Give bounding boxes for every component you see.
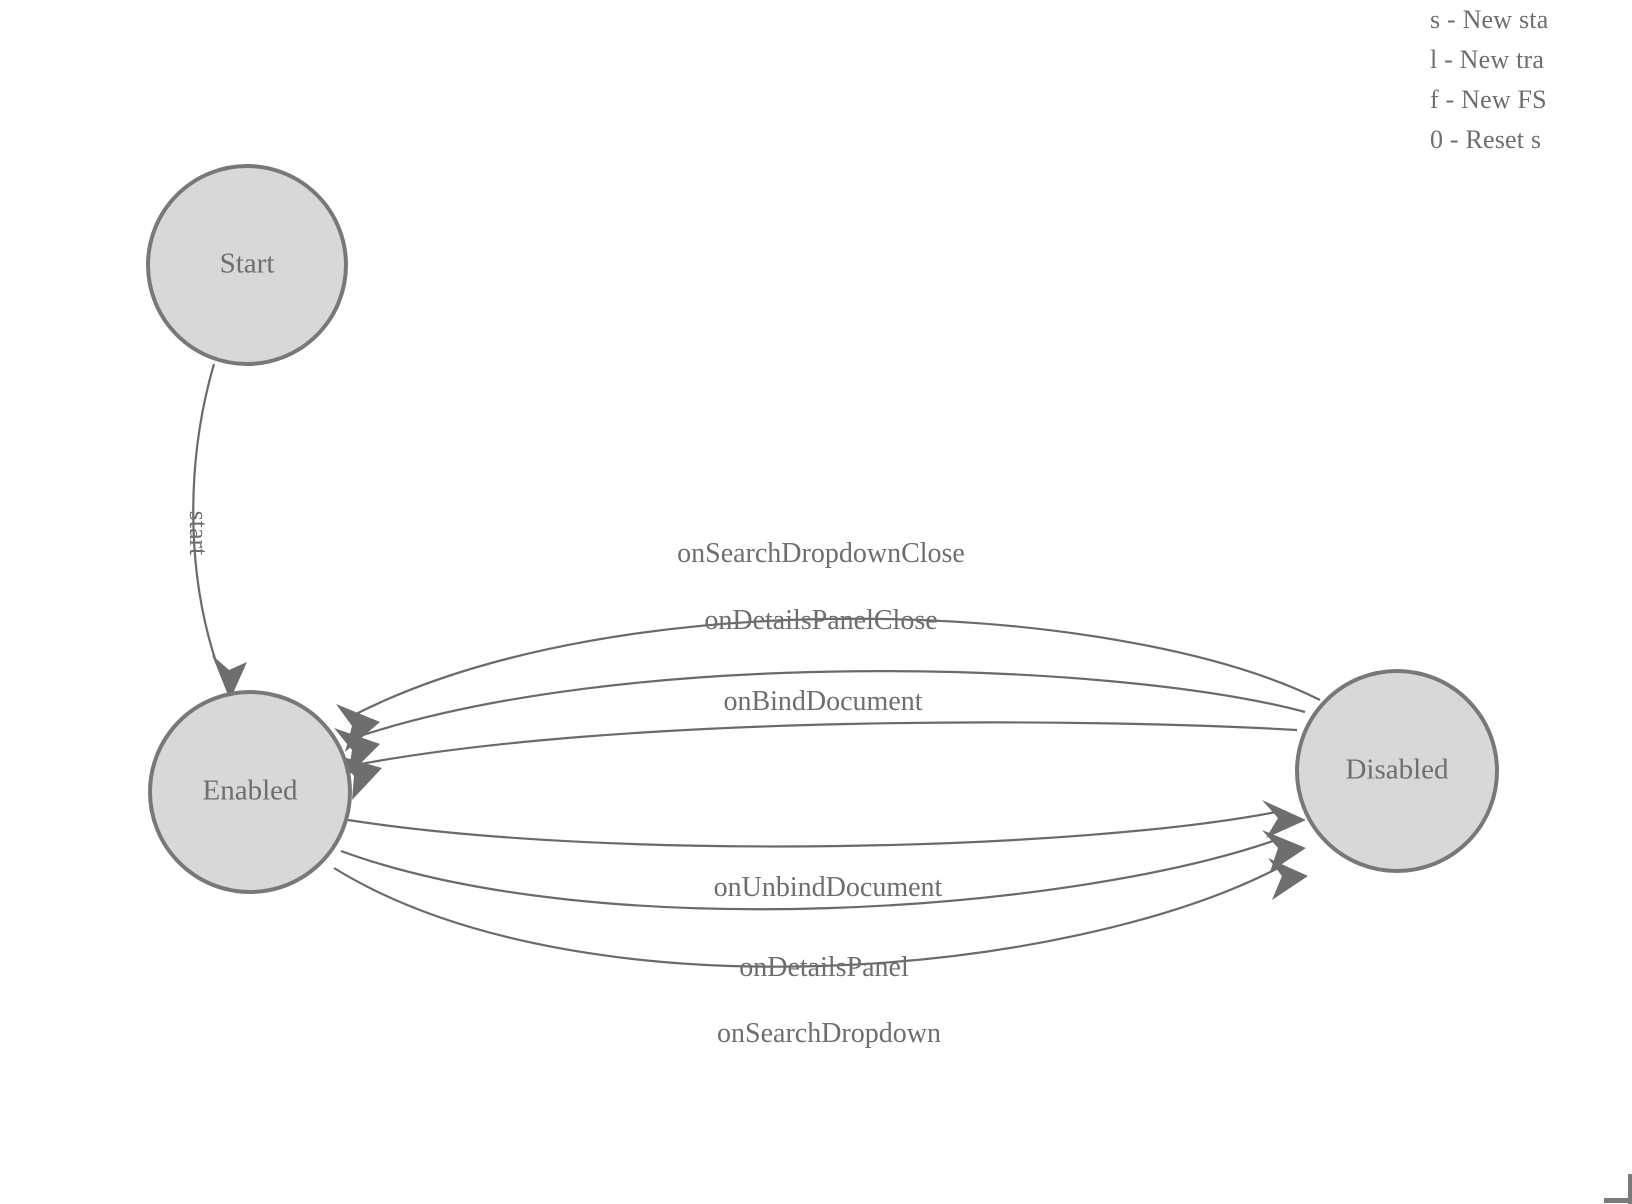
edge-label-ondetailspanel: onDetailsPanel bbox=[739, 952, 909, 983]
arrow-head-onunbinddocument bbox=[1262, 800, 1306, 838]
edge-ondetailspanelclose[interactable] bbox=[334, 670, 1306, 776]
edge-label-onbinddocument: onBindDocument bbox=[723, 686, 922, 717]
state-node-start-circle[interactable] bbox=[146, 164, 348, 366]
edge-label-start: start bbox=[184, 511, 213, 557]
arrow-head-onsearchdropdownclose bbox=[336, 704, 380, 752]
edge-path-onbinddocument bbox=[349, 721, 1298, 768]
edge-path-start bbox=[192, 363, 218, 663]
state-node-disabled[interactable]: Disabled bbox=[1295, 669, 1499, 873]
edge-ondetailspanel[interactable] bbox=[340, 830, 1306, 911]
edge-onbinddocument[interactable] bbox=[336, 721, 1298, 800]
arrow-head-ondetailspanel bbox=[1262, 830, 1306, 872]
edge-onunbinddocument[interactable] bbox=[347, 800, 1306, 848]
edge-path-ondetailspanel bbox=[340, 838, 1277, 911]
edge-label-onunbinddocument: onUnbindDocument bbox=[714, 872, 943, 903]
edge-label-onsearchdropdownclose: onSearchDropdownClose bbox=[677, 538, 965, 569]
arrow-head-onsearchdropdown bbox=[1268, 858, 1308, 900]
state-node-disabled-label: Disabled bbox=[1345, 754, 1449, 786]
arrow-head-ondetailspanelclose bbox=[334, 728, 380, 776]
edge-path-onsearchdropdownclose bbox=[351, 617, 1321, 717]
state-node-enabled-label: Enabled bbox=[202, 775, 298, 807]
state-node-disabled-circle[interactable] bbox=[1295, 669, 1499, 873]
corner-resize-marker-vertical[interactable] bbox=[1628, 1174, 1632, 1204]
state-node-enabled-circle[interactable] bbox=[148, 690, 352, 894]
edge-label-onsearchdropdown: onSearchDropdown bbox=[717, 1018, 941, 1049]
state-node-enabled[interactable]: Enabled bbox=[148, 690, 352, 894]
edge-path-onsearchdropdown bbox=[333, 865, 1283, 968]
edge-path-ondetailspanelclose bbox=[347, 670, 1306, 742]
corner-resize-marker-horizontal[interactable] bbox=[1604, 1198, 1632, 1203]
edge-label-ondetailspanelclose: onDetailsPanelClose bbox=[704, 605, 937, 636]
state-node-start-label: Start bbox=[220, 248, 275, 280]
arrow-head-start bbox=[212, 655, 247, 700]
edge-path-onunbinddocument bbox=[347, 810, 1277, 848]
edge-onsearchdropdown[interactable] bbox=[333, 858, 1308, 968]
state-node-start[interactable]: Start bbox=[146, 164, 348, 366]
edge-onsearchdropdownclose[interactable] bbox=[336, 617, 1321, 752]
edge-start-to-enabled[interactable] bbox=[192, 363, 247, 700]
